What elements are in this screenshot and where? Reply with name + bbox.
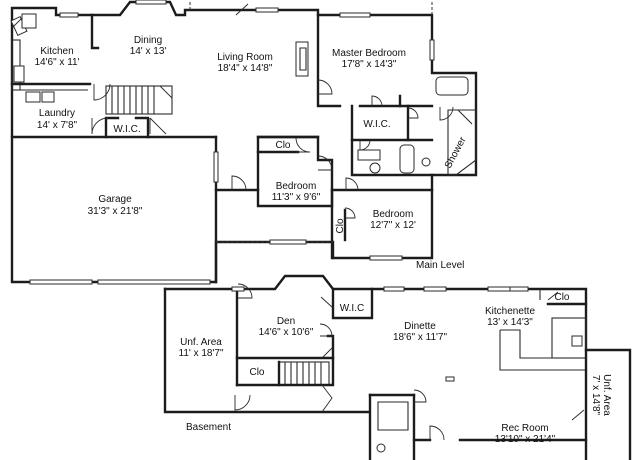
kitchen-size: 14'6" x 11' (35, 57, 80, 68)
garage-name: Garage (98, 194, 132, 205)
master-bedroom-size: 17'8" x 14'3" (342, 59, 397, 70)
basement-doors (234, 283, 585, 441)
main-level-windows (29, 0, 435, 285)
main-stairs (105, 85, 173, 115)
wic-master-name: W.I.C. (363, 119, 390, 130)
closet-main-name: Clo (275, 140, 290, 151)
dinette-size: 18'6" x 11'7" (393, 332, 448, 343)
fridge (13, 65, 25, 83)
sink-vanity (357, 149, 381, 161)
main-level-fixtures (10, 13, 477, 176)
den-name: Den (277, 316, 295, 327)
range (21, 13, 37, 29)
unf-left-size: 11' x 18'7" (179, 348, 224, 359)
master-bedroom-name: Master Bedroom (332, 48, 406, 59)
shower-label: Shower (443, 135, 469, 171)
room-labels: Kitchen 14'6" x 11' Dining 14' x 13' Liv… (35, 35, 613, 445)
dinette-name: Dinette (404, 321, 436, 332)
basement-walls (163, 274, 632, 460)
bedroom-2-name: Bedroom (276, 181, 317, 192)
fireplace (295, 41, 309, 77)
post (445, 376, 455, 382)
den-size: 14'6" x 10'6" (259, 327, 314, 338)
bedroom-3-size: 12'7" x 12' (370, 220, 416, 231)
dining-name: Dining (134, 35, 162, 46)
unf-left-name: Unf. Area (180, 337, 222, 348)
shower-stall (447, 109, 477, 176)
bedroom-2-size: 11'3" x 9'6" (272, 192, 321, 203)
unf-right-name: Unf. Area (601, 374, 612, 416)
drain (376, 443, 386, 453)
toilet (369, 162, 381, 174)
laundry-size: 14' x 7'8" (37, 120, 78, 131)
wic-basement-name: W.I.C (340, 303, 364, 314)
kitchenette-name: Kitchenette (485, 306, 535, 317)
bedroom-3-name: Bedroom (373, 209, 414, 220)
unf-right-size: 7' x 14'8" (590, 375, 601, 416)
living-room-size: 18'4" x 14'8" (218, 63, 273, 74)
closet-basement-name: Clo (249, 367, 264, 378)
vanity (399, 144, 415, 174)
wic-main-name: W.I.C. (113, 124, 140, 135)
kitchenette-cabinets (551, 317, 587, 359)
dryer (41, 91, 55, 103)
washer (25, 91, 41, 103)
kitchen-name: Kitchen (40, 46, 73, 57)
basement-windows (231, 286, 529, 292)
kitchenette-sink (571, 335, 583, 347)
kitchen-counter (11, 39, 21, 91)
living-room-name: Living Room (217, 52, 273, 63)
rec-room-size: 13'10" x 21'4" (495, 434, 556, 445)
dining-size: 14' x 13' (130, 46, 167, 57)
toilet-2 (421, 157, 431, 167)
main-level-label: Main Level (416, 260, 464, 271)
laundry-name: Laundry (39, 108, 75, 119)
garage-size: 31'3" x 21'8" (88, 206, 143, 217)
bathtub (435, 76, 469, 96)
main-level-walls (10, 0, 478, 284)
basement-level-label: Basement (186, 422, 231, 433)
closet-kitchenette-name: Clo (554, 292, 569, 303)
main-level-doors (11, 3, 454, 219)
closet-bed3-name: Clo (335, 218, 346, 233)
rec-room-name: Rec Room (501, 423, 548, 434)
kitchenette-size: 13' x 14'3" (487, 317, 533, 328)
